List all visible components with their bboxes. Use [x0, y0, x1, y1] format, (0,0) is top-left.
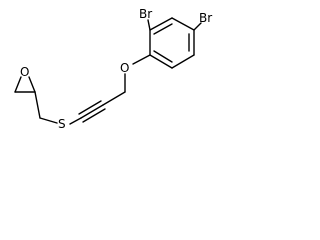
epoxide-bond-c1-o — [28, 76, 36, 93]
bond-ring-br-top — [147, 19, 151, 31]
ring-double-bond-1 — [153, 23, 173, 35]
bond-ring-oxygen — [132, 54, 151, 65]
ring-double-bond-3 — [153, 50, 173, 63]
bond-alkyne-sulfur — [69, 117, 82, 125]
benzene-ring — [149, 17, 195, 69]
ring-bond-2 — [171, 17, 195, 31]
bond-sulfur-ch2 — [39, 117, 58, 124]
ring-bond-1 — [149, 17, 173, 31]
bond-ch2-alkyne — [102, 91, 126, 106]
atom-br-right: Br — [199, 11, 212, 25]
bond-ch2-epoxide — [34, 91, 41, 119]
atom-sulfur: S — [58, 117, 66, 131]
bond-ring-br-right — [193, 22, 202, 31]
ring-bond-5 — [149, 54, 173, 69]
alkyne-triple-bond — [69, 91, 126, 125]
triple-bond-line-2 — [78, 100, 102, 115]
triple-bond-line-3 — [82, 108, 106, 123]
triple-bond-line-1 — [80, 104, 104, 119]
atom-br-top: Br — [139, 7, 152, 21]
epoxide-bond-c2-o — [14, 76, 22, 93]
ring-bond-4 — [171, 54, 195, 69]
atom-oxygen-ether: O — [120, 61, 129, 75]
epoxide-ring — [14, 76, 36, 93]
atom-oxygen-epoxide: O — [20, 65, 29, 79]
chemical-structure: Br Br O O S — [14, 7, 212, 131]
